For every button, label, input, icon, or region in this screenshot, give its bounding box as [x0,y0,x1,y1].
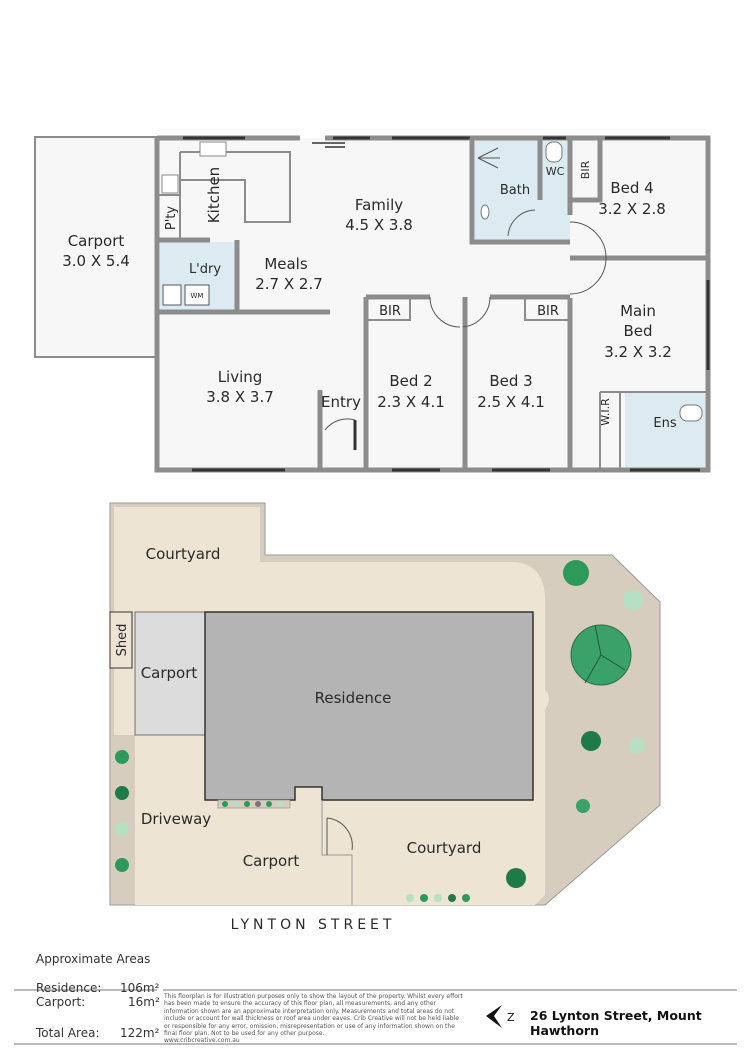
tree-icon [563,560,589,586]
floor-plan: Carport 3.0 X 5.4 Family 4.5 X 3.8 Meals… [34,135,711,473]
main-bed-label-2: Bed [623,322,652,340]
compass-letter: Z [507,1011,515,1024]
north-arrow-icon [486,1005,502,1028]
front-carport-label: Carport [243,852,300,870]
tree-icon [115,822,129,836]
tree-icon [115,750,129,764]
house-floor [157,138,708,470]
area-value-carport: 16m² [128,995,160,1009]
areas-heading: Approximate Areas [36,952,151,966]
ensuite-label: Ens [653,416,676,431]
carport-size: 3.0 X 5.4 [62,252,130,270]
family-size: 4.5 X 3.8 [345,216,413,234]
tree-icon [506,868,526,888]
bed3-bir-label: BIR [537,304,559,319]
tree-icon [115,786,129,800]
area-value-residence: 106m² [120,981,160,995]
wm-label: WM [191,292,204,300]
sink-icon [199,141,227,157]
kitchen-label: Kitchen [205,167,223,223]
driveway-label: Driveway [141,810,211,828]
laundry-label: L'dry [189,262,221,277]
front-courtyard-label: Courtyard [407,839,482,857]
area-value-total: 122m² [120,1026,160,1040]
shed [109,611,133,669]
tree-icon [576,799,590,813]
street-label: LYNTON STREET [231,917,396,933]
residence-label: Residence [315,689,392,707]
property-address: 26 Lynton Street, Mount Hawthorn [530,1008,702,1038]
main-bed-label: Main [620,302,656,320]
entry-label: Entry [321,393,361,411]
carport-outline [34,136,158,358]
disclaimer: This floorplan is for illustration purpo… [164,993,464,1045]
trees [115,560,645,902]
bed4-label: Bed 4 [610,179,653,197]
shed-label: Shed [115,624,130,657]
site-carport [134,611,206,736]
wc-label: WC [546,165,565,178]
pantry-label: P'ty [164,206,179,231]
courtyard-top-label: Courtyard [146,545,221,563]
bed2-label: Bed 2 [389,372,432,390]
ensuite-toilet-icon [679,404,703,422]
carport-label: Carport [68,232,125,250]
living-size: 3.8 X 3.7 [206,388,274,406]
bed2-size: 2.3 X 4.1 [377,393,445,411]
washing-machine-icon [184,284,210,306]
bed2-bir-label: BIR [379,304,401,319]
gate-icon [326,817,353,855]
garden-bed [217,799,291,809]
website-text: www.cribcreative.com.au [164,1037,240,1045]
trough-icon [162,284,182,306]
area-label-carport: Carport: [36,995,86,1009]
cooktop-icon [161,174,179,194]
carport-boundary [321,800,353,905]
shower-icon [477,147,500,169]
tree-icon [581,731,601,751]
bath-label: Bath [500,183,530,198]
bed3-label: Bed 3 [489,372,532,390]
area-label-residence: Residence: [36,981,102,995]
wir-label: W.I.R [599,398,612,426]
living-label: Living [218,368,263,386]
site-plan: Courtyard Shed Carport Residence Drivewa… [109,502,661,933]
tree-icon [623,590,643,610]
basin-icon [480,204,490,220]
meals-label: Meals [264,255,308,273]
area-label-total: Total Area: [36,1026,100,1040]
meals-size: 2.7 X 2.7 [255,275,323,293]
bed4-bir-label: BIR [579,160,592,179]
family-label: Family [355,196,403,214]
toilet-icon [545,141,563,163]
tree-icon [629,738,645,754]
disclaimer-text: This floorplan is for illustration purpo… [164,993,463,1038]
main-bed-size: 3.2 X 3.2 [604,343,672,361]
tree-icon [115,858,129,872]
bed4-size: 3.2 X 2.8 [598,200,666,218]
bed3-size: 2.5 X 4.1 [477,393,545,411]
sliding-door [312,142,345,148]
site-carport-label: Carport [141,664,198,682]
